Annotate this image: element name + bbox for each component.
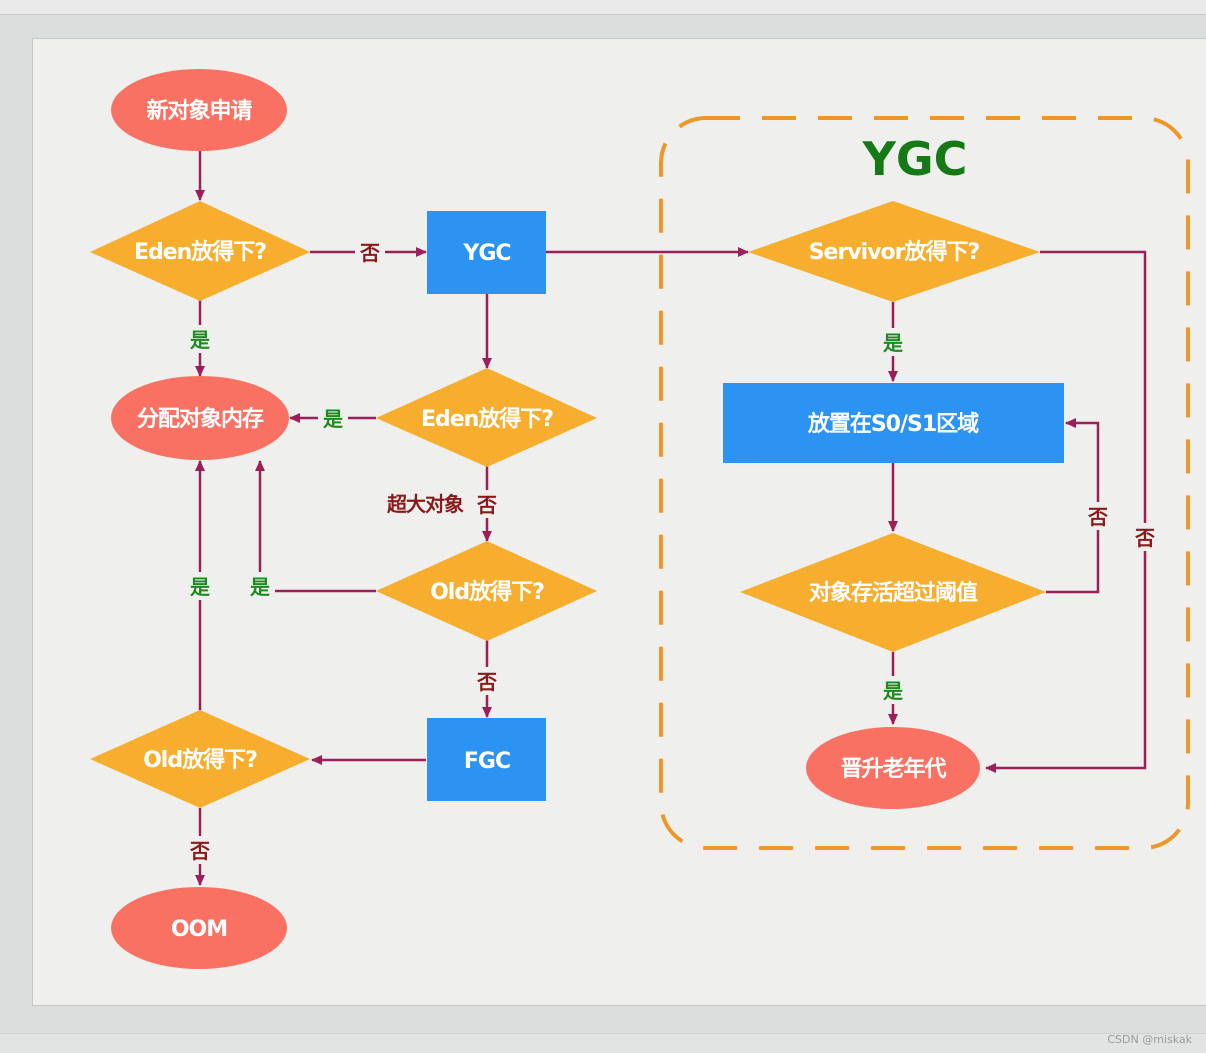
node-old-check-1	[376, 541, 597, 641]
label-bg	[878, 676, 908, 704]
diagram-canvas	[32, 38, 1206, 1006]
node-old-check-2	[90, 710, 310, 808]
label-bg	[1130, 523, 1160, 551]
node-old-check-2-label: Old放得下?	[143, 747, 257, 773]
label-bg	[472, 667, 502, 695]
label-no-age: 否	[1087, 505, 1108, 529]
node-eden-check-2	[376, 368, 597, 467]
node-allocate-label: 分配对象内存	[137, 406, 264, 432]
node-survivor-check-label: Servivor放得下?	[809, 239, 980, 265]
label-bg	[185, 572, 215, 600]
label-yes-old2: 是	[189, 575, 210, 599]
ygc-region-title: YGC	[862, 132, 968, 186]
label-bg	[878, 328, 908, 356]
node-ygc-label: YGC	[462, 241, 510, 266]
label-yes-old1: 是	[249, 575, 270, 599]
node-oom-label: OOM	[171, 917, 227, 942]
node-eden-check-1-label: Eden放得下?	[134, 239, 266, 265]
label-no-survivor: 否	[1134, 526, 1155, 550]
window-top-strip	[0, 0, 1206, 15]
node-new-object-label: 新对象申请	[146, 98, 252, 124]
label-bg	[1083, 502, 1113, 530]
node-ygc	[427, 211, 546, 294]
window-bottom-strip: CSDN @miskak	[0, 1033, 1206, 1053]
label-no-eden1: 否	[359, 241, 380, 265]
node-new-object	[111, 69, 287, 151]
label-no-old1: 否	[476, 670, 497, 694]
label-yes-survivor: 是	[882, 331, 903, 355]
ygc-region-border	[659, 116, 1190, 850]
node-eden-check-1	[90, 201, 310, 301]
node-old-check-1-label: Old放得下?	[430, 579, 544, 605]
node-eden-check-2-label: Eden放得下?	[421, 406, 553, 432]
label-yes-eden1: 是	[189, 328, 210, 352]
label-bg	[185, 325, 215, 353]
node-place-s0s1	[723, 383, 1064, 463]
label-bg	[318, 404, 348, 432]
watermark: CSDN @miskak	[1107, 1033, 1192, 1046]
label-yes-eden2: 是	[322, 407, 343, 431]
node-promote-old-label: 晋升老年代	[840, 756, 946, 782]
node-age-check	[740, 533, 1046, 652]
node-promote-old	[806, 727, 980, 809]
node-age-check-label: 对象存活超过阈值	[809, 580, 978, 606]
node-place-s0s1-label: 放置在S0/S1区域	[807, 411, 979, 437]
label-bg	[355, 238, 385, 266]
node-oom	[111, 887, 287, 969]
label-large-object: 超大对象	[386, 492, 464, 516]
label-no-old2: 否	[189, 839, 210, 863]
node-allocate	[111, 376, 289, 460]
node-fgc-label: FGC	[464, 749, 510, 774]
edge-survivor-to-promote	[985, 250, 1147, 773]
label-yes-age: 是	[882, 679, 903, 703]
label-bg	[245, 572, 275, 600]
label-no-eden2: 否	[476, 493, 497, 517]
edge-old1-to-allocate	[255, 460, 376, 593]
label-bg	[185, 836, 215, 864]
label-bg	[472, 490, 502, 518]
node-survivor-check	[748, 201, 1040, 302]
node-fgc	[427, 718, 546, 801]
